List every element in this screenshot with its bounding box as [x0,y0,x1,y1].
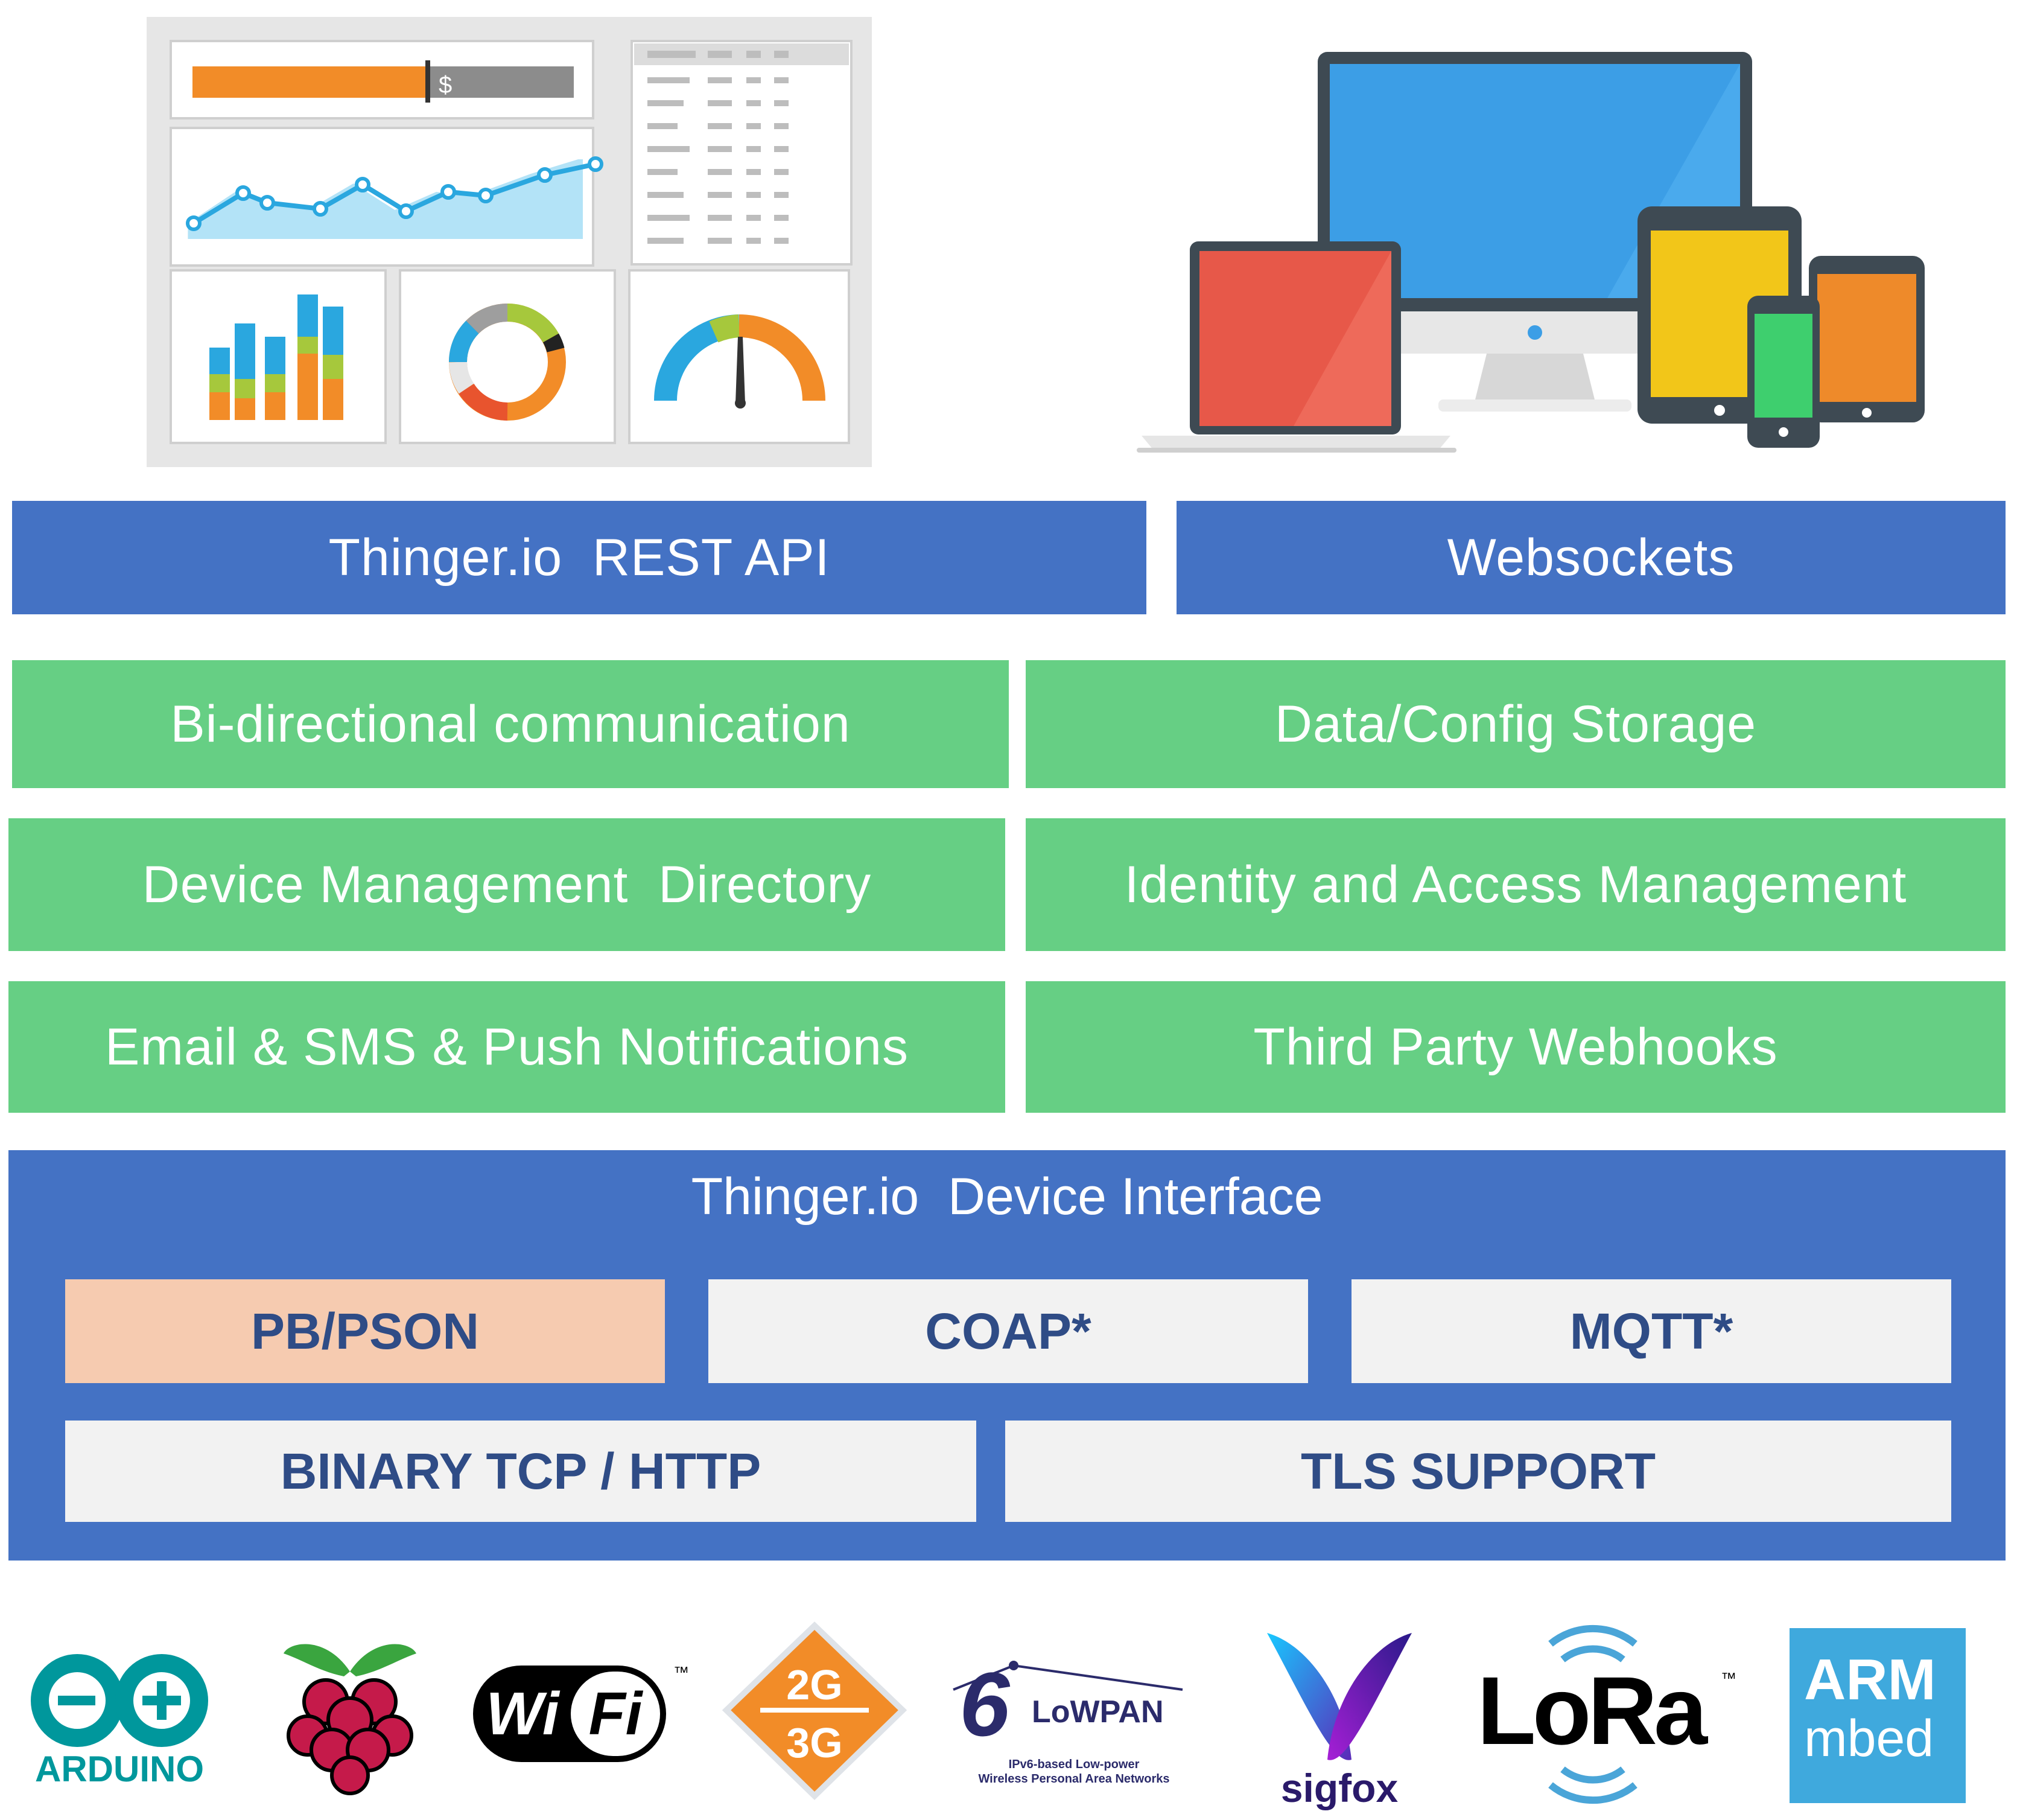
raspberry-pi-logo [284,1644,416,1795]
wifi-left-text: Wi [486,1680,561,1748]
arduino-logo: ARDUINO [31,1654,208,1789]
lowpan-name: LoWPAN [1032,1694,1164,1729]
cellular-2g: 2G [786,1661,842,1708]
currency-mark: $ [439,72,452,98]
service-label: Device Management Directory [142,855,872,914]
service-label: Bi-directional communication [170,695,851,753]
transport-binary-tcp-http: BINARY TCP / HTTP [65,1421,976,1522]
arm-wordmark: ARM [1804,1647,1936,1712]
lowpan-digit: 6 [959,1653,1011,1755]
lowpan-tagline-2: Wireless Personal Area Networks [978,1772,1169,1786]
wifi-right-text: Fi [589,1680,644,1748]
cellular-3g: 3G [786,1719,842,1766]
lora-tm: ™ [1721,1669,1736,1687]
sigfox-logo: sigfox [1267,1633,1412,1810]
arm-mbed-logo: ARM mbed [1790,1628,1966,1803]
protocol-mqtt: MQTT* [1352,1279,1951,1383]
mbed-wordmark: mbed [1804,1710,1934,1768]
cellular-2g-3g-logo: 2G 3G [722,1621,907,1800]
service-storage: Data/Config Storage [1026,660,2006,788]
service-label: Email & SMS & Push Notifications [104,1017,909,1076]
6lowpan-logo: 6 LoWPAN IPv6-based Low-power Wireless P… [953,1653,1183,1786]
arduino-wordmark: ARDUINO [35,1749,204,1789]
wifi-tm: ™ [673,1663,689,1681]
lora-wordmark: LoRa [1477,1656,1708,1764]
service-label: Data/Config Storage [1274,695,1757,753]
service-device-management: Device Management Directory [8,818,1005,951]
websockets-label: Websockets [1447,528,1735,587]
service-notifications: Email & SMS & Push Notifications [8,981,1005,1113]
service-bidirectional: Bi-directional communication [12,660,1009,788]
protocol-pb-pson: PB/PSON [65,1279,665,1383]
service-identity-access: Identity and Access Management [1026,818,2006,951]
lora-logo: LoRa ™ [1477,1624,1736,1804]
wifi-logo: Wi Fi ™ [473,1663,689,1762]
transport-tls-support: TLS SUPPORT [1005,1421,1951,1522]
sigfox-wordmark: sigfox [1281,1766,1399,1810]
lowpan-tagline-1: IPv6-based Low-power [1009,1758,1140,1771]
service-label: Identity and Access Management [1124,855,1907,914]
dashboard-illustration: $ [147,17,872,467]
rest-api-bar: Thinger.io REST API [12,501,1146,614]
websockets-bar: Websockets [1177,501,2006,614]
device-interface-panel: Thinger.io Device Interface PB/PSON COAP… [8,1150,2006,1561]
device-interface-title: Thinger.io Device Interface [691,1168,1323,1226]
service-webhooks: Third Party Webhooks [1026,981,2006,1113]
service-label: Third Party Webhooks [1253,1017,1778,1076]
rest-api-label: Thinger.io REST API [328,528,830,587]
protocol-coap: COAP* [708,1279,1308,1383]
devices-illustration [1137,52,1925,453]
